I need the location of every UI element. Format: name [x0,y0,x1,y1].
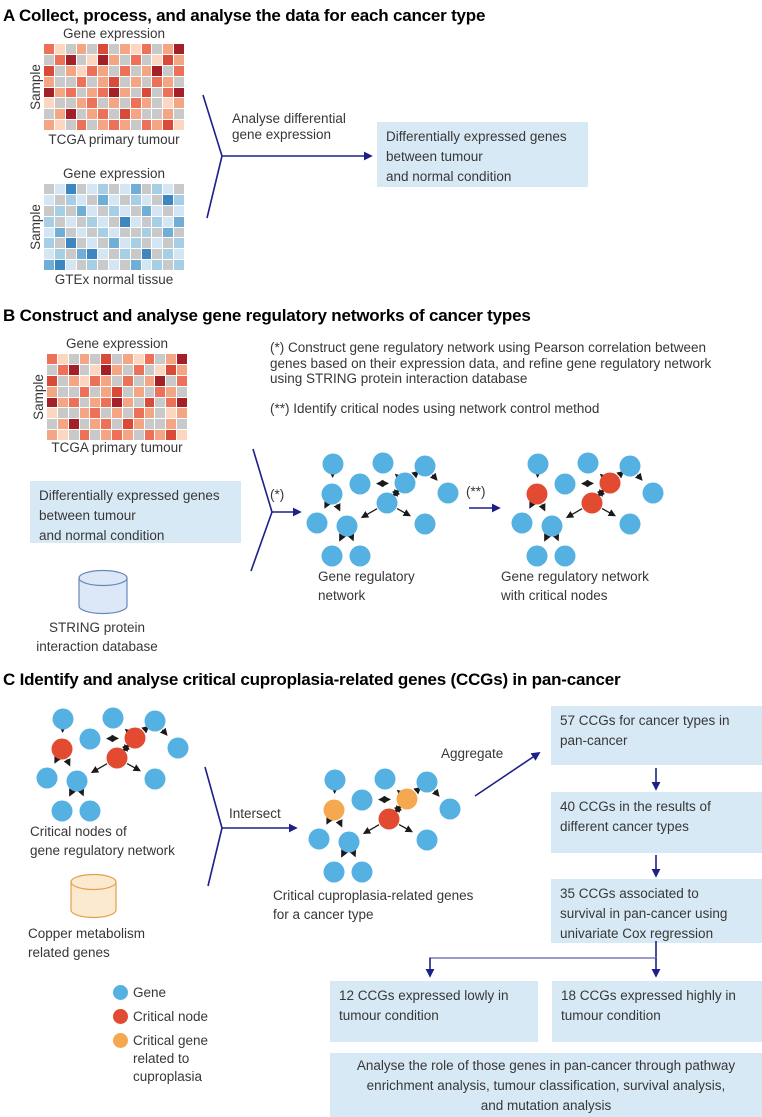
heatmap-a1-top-label: Gene expression [62,26,166,41]
copper-db-label: Copper metabolism related genes [28,926,146,960]
fork-star-label: (*) [270,487,285,502]
method-note-1: (*) Construct gene regulatory network us… [270,340,712,387]
gene-regulatory-network [306,452,459,567]
ccgs-12-box: 12 CCGs expressed lowly in tumour condit… [330,981,538,1042]
analyse-deg-label: Analyse differential gene expression [232,111,346,142]
cuproplasia-network [308,768,461,883]
ccgs-57-box: 57 CCGs for cancer types in pan-cancer [551,706,762,765]
ccgs-18-box: 18 CCGs expressed highly in tumour condi… [552,981,762,1042]
gene-regulatory-network-critical [511,452,664,567]
heatmap-b-side-label: Sample [31,374,46,420]
critical-node-legend-label: Critical node [133,1009,209,1024]
panel-a-title: A Collect, process, and analyse the data… [3,6,486,25]
ccgs-35-box: 35 CCGs associated to survival in pan-ca… [551,879,762,943]
critical-node-legend-icon [113,1009,128,1024]
double-star-label: (**) [466,484,486,499]
intersect-label: Intersect [229,806,281,821]
grn-caption: Gene regulatory network [318,569,415,603]
deg-output-box: Differentially expressed genes between t… [377,122,588,187]
gene-legend-icon [113,985,128,1000]
critical-nodes-network [36,707,189,822]
string-db-label: STRING protein interaction database [36,620,158,654]
critical-gene-legend-icon [113,1033,128,1048]
method-note-2: (**) Identify critical nodes using netwo… [270,401,600,416]
critical-nodes-caption: Critical nodes of gene regulatory networ… [30,824,175,858]
heatmap-tcga-a [44,44,184,130]
ccg-caption: Critical cuproplasia-related genes for a… [273,888,474,922]
ccgs-40-box: 40 CCGs in the results of different canc… [551,792,762,853]
string-database-cylinder-icon [78,569,128,615]
heatmap-gtex [44,184,184,270]
heatmap-tcga-b [47,354,187,440]
heatmap-b-caption: TCGA primary tumour [51,440,183,455]
heatmap-a1-caption: TCGA primary tumour [48,132,180,147]
gene-legend-label: Gene [133,985,167,1000]
grn-critical-caption: Gene regulatory network with critical no… [501,569,649,603]
deg-input-box: Differentially expressed genes between t… [30,481,241,543]
heatmap-a2-caption: GTEx normal tissue [54,272,174,287]
panel-c-title: C Identify and analyse critical cupropla… [3,670,621,689]
panel-b-title: B Construct and analyse gene regulatory … [3,306,531,325]
heatmap-a1-side-label: Sample [28,64,43,110]
heatmap-a2-side-label: Sample [28,204,43,250]
analysis-box: Analyse the role of those genes in pan-c… [330,1053,762,1117]
critical-gene-legend-label: Critical gene related to cuproplasia [133,1033,209,1084]
heatmap-b-top-label: Gene expression [65,336,169,351]
heatmap-a2-top-label: Gene expression [62,166,166,181]
copper-database-cylinder-icon [70,873,117,919]
